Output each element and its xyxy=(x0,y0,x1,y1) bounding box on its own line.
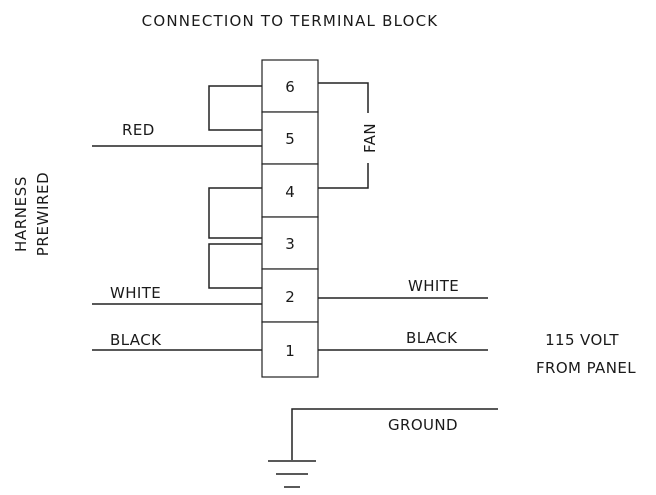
terminal-5-box xyxy=(261,111,319,165)
terminal-3-label: 3 xyxy=(285,235,295,253)
harness-label-line1: HARNESS xyxy=(12,176,30,252)
terminal-6-label: 6 xyxy=(285,78,295,96)
jumper-4-3 xyxy=(208,187,262,239)
jumper-3-2 xyxy=(208,243,262,289)
ground-wire xyxy=(291,408,498,460)
terminal-3-box xyxy=(261,216,319,270)
black-wire-left-label: BLACK xyxy=(110,331,162,349)
harness-label: HARNESS PREWIRED xyxy=(12,172,52,256)
terminal-6-box xyxy=(261,59,319,113)
ground-label: GROUND xyxy=(388,416,458,434)
terminal-block: 6 5 4 3 2 1 xyxy=(261,59,319,378)
terminal-4-label: 4 xyxy=(285,183,295,201)
supply-label-line2: FROM PANEL xyxy=(536,359,636,377)
harness-label-line2: PREWIRED xyxy=(34,172,52,256)
supply-label-line1: 115 VOLT xyxy=(545,331,619,349)
jumper-6-5 xyxy=(208,85,262,131)
terminal-1-label: 1 xyxy=(285,342,295,360)
terminal-2-label: 2 xyxy=(285,288,295,306)
diagram-title: CONNECTION TO TERMINAL BLOCK xyxy=(142,12,439,30)
terminal-5-label: 5 xyxy=(285,130,295,148)
fan-label-gap xyxy=(360,113,378,163)
fan-label: FAN xyxy=(361,123,379,153)
white-wire-left-label: WHITE xyxy=(110,284,161,302)
white-wire-right-label: WHITE xyxy=(408,277,459,295)
black-wire-right-label: BLACK xyxy=(406,329,458,347)
red-wire-label: RED xyxy=(122,121,155,139)
